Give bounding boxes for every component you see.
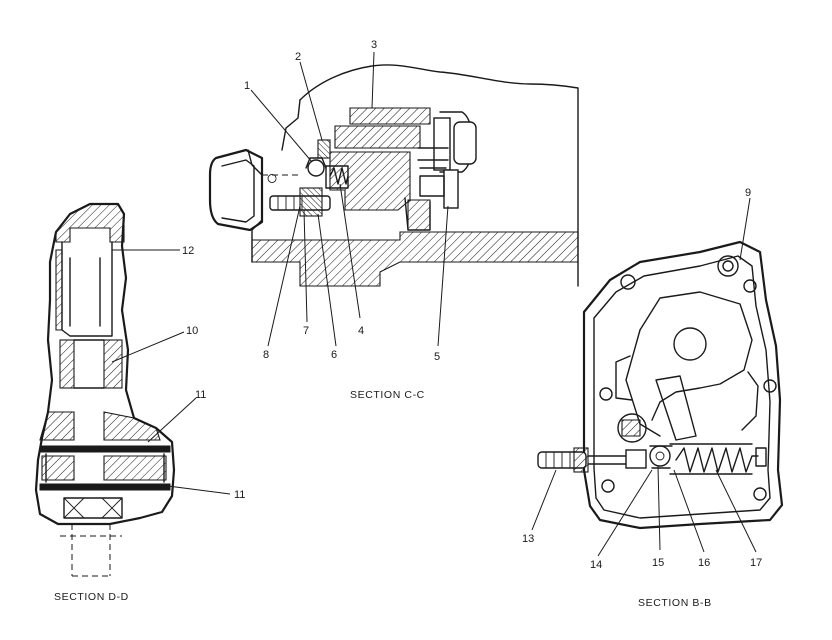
caption-section-bb: SECTION B-B [638,597,712,609]
callout-1: 1 [244,80,250,92]
callout-13: 13 [522,533,534,545]
callout-9: 9 [745,187,751,199]
leader-lines [111,51,757,557]
section-cc-view [208,64,579,287]
callout-12: 12 [182,245,194,257]
callout-16: 16 [698,557,710,569]
callouts-section-cc: 1 2 3 4 5 6 7 8 [244,39,440,363]
callout-11-lower: 11 [234,489,245,501]
callout-7: 7 [303,325,309,337]
callout-3: 3 [371,39,377,51]
callout-6: 6 [331,349,337,361]
callout-5: 5 [434,351,440,363]
callout-8: 8 [263,349,269,361]
callout-14: 14 [590,559,602,571]
section-dd-view [34,202,176,577]
callout-2: 2 [295,51,301,63]
callout-17: 17 [750,557,762,569]
callouts-section-dd: 10 11 11 12 [182,245,245,501]
section-bb-view [537,240,784,530]
caption-section-cc: SECTION C-C [350,389,425,401]
callout-10: 10 [186,325,198,337]
callouts-section-bb: 9 13 14 15 16 17 [522,187,762,571]
caption-section-dd: SECTION D-D [54,591,129,603]
callout-4: 4 [358,325,364,337]
callout-15: 15 [652,557,664,569]
callout-11-upper: 11 [195,389,206,401]
